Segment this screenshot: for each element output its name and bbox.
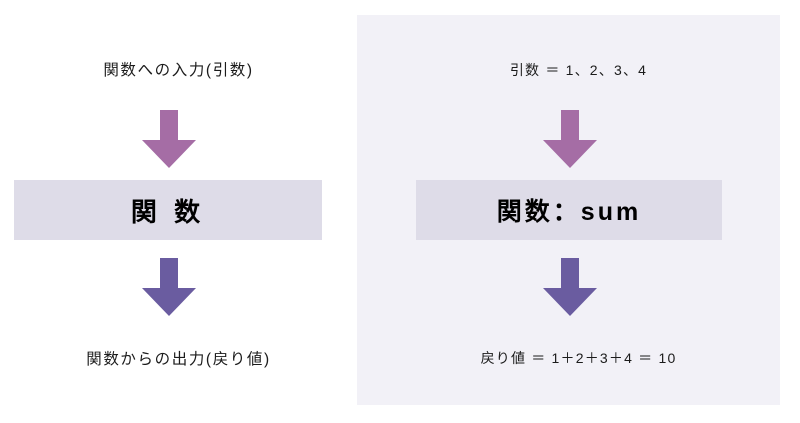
left-function-box: 関 数 bbox=[14, 180, 322, 240]
left-input-down-arrow-icon bbox=[142, 110, 196, 168]
right-output-label: 戻り値 ＝ 1＋2＋3＋4 ＝ 10 bbox=[480, 350, 677, 366]
right-input-label: 引数 ＝ 1、2、3、4 bbox=[509, 62, 648, 78]
right-function-label: 関数：sum bbox=[496, 198, 642, 226]
right-function-box: 関数：sum bbox=[416, 180, 722, 240]
left-input-label: 関数への入力(引数) bbox=[103, 62, 254, 79]
left-output-down-arrow-icon bbox=[142, 258, 196, 316]
generic-function-column: 関数への入力(引数) 関 数 関数からの出力(戻り値) bbox=[0, 0, 357, 423]
left-output-label: 関数からの出力(戻り値) bbox=[86, 351, 271, 368]
right-input-down-arrow-icon bbox=[543, 110, 597, 168]
left-function-label: 関 数 bbox=[130, 196, 206, 227]
right-output-down-arrow-icon bbox=[543, 258, 597, 316]
example-function-column: 引数 ＝ 1、2、3、4 関数：sum 戻り値 ＝ 1＋2＋3＋4 ＝ 10 bbox=[357, 0, 800, 423]
